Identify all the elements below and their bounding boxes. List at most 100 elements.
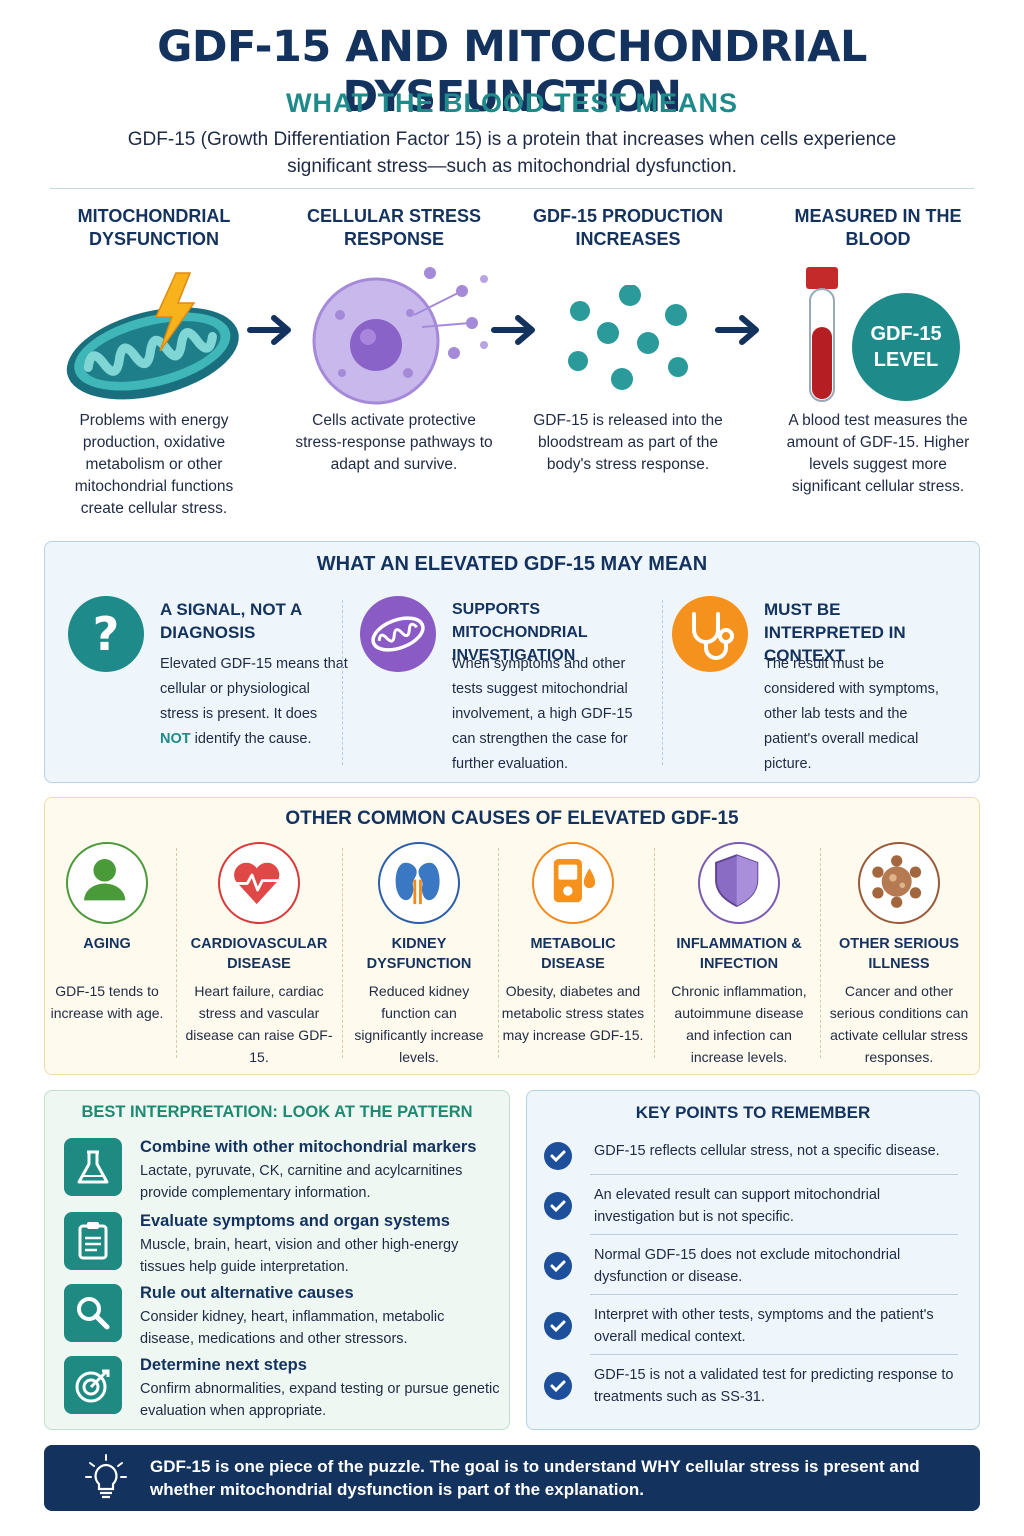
cause-text: Obesity, diabetes and metabolic stress s… [501,983,645,1043]
magnifier-icon [64,1284,122,1342]
meaning-head: SUPPORTS MITOCHONDRIAL INVESTIGATION [452,601,588,664]
interpretation-text: Confirm abnormalities, expand testing or… [140,1381,500,1419]
arrow-right-icon [247,315,291,345]
cause-kidney: KIDNEY DYSFUNCTION Reduced kidney functi… [344,842,494,1068]
check-icon [544,1372,572,1400]
column-divider [820,848,821,1058]
cause-metabolic: METABOLIC DISEASE Obesity, diabetes and … [498,842,648,1046]
key-points-panel [526,1090,980,1430]
key-point-text: GDF-15 is not a validated test for predi… [594,1367,954,1405]
cell-icon [312,267,488,405]
cause-text: Reduced kidney function can significantl… [354,983,484,1065]
flow-step-text: GDF-15 is released into the bloodstream … [533,412,723,473]
column-divider [654,848,655,1058]
cause-head: AGING [83,936,131,952]
interpretation-text: Muscle, brain, heart, vision and other h… [140,1237,459,1275]
check-icon [544,1252,572,1280]
cause-inflammation: INFLAMMATION & INFECTION Chronic inflamm… [664,842,814,1068]
flask-icon [64,1138,122,1196]
molecules-icon [568,285,688,390]
cause-head: KIDNEY DYSFUNCTION [366,936,472,972]
blood-tube-icon [806,267,838,402]
arrow-right-icon [715,315,759,345]
meaning-signal-not-diagnosis: ? A SIGNAL, NOT A DIAGNOSIS Elevated GDF… [68,596,368,771]
interpretation-head: Rule out alternative causes [140,1284,354,1302]
key-point-text: Normal GDF-15 does not exclude mitochond… [594,1247,901,1285]
flow-step-text: Problems with energy production, oxidati… [74,412,234,517]
cause-head: METABOLIC DISEASE [530,936,616,972]
meaning-interpret-in-context: MUST BE INTERPRETED IN CONTEXT The resul… [672,596,972,772]
gdf15-level-badge: GDF-15 LEVEL [852,293,960,401]
cause-text: Cancer and other serious conditions can … [829,983,969,1065]
clipboard-icon [64,1212,122,1270]
heart-icon [218,842,300,924]
cause-text: GDF-15 tends to increase with age. [50,983,164,1021]
not-emphasis: NOT [160,731,191,747]
meaning-head: MUST BE INTERPRETED IN CONTEXT [764,600,906,665]
column-divider [342,848,343,1058]
flow-step-mitochondrial-dysfunction: MITOCHONDRIAL DYSFUNCTION Problems with … [44,205,264,517]
glucose-meter-icon [532,842,614,924]
cause-head: INFLAMMATION & INFECTION [676,936,802,972]
key-point-text: An elevated result can support mitochond… [594,1187,881,1225]
mitochondrion-icon [66,272,239,400]
meaning-supports-investigation: SUPPORTS MITOCHONDRIAL INVESTIGATION Whe… [360,596,660,772]
cause-serious-illness: OTHER SERIOUS ILLNESS Cancer and other s… [824,842,974,1068]
key-point-divider [590,1294,958,1295]
elevated-meaning-title: WHAT AN ELEVATED GDF-15 MAY MEAN [316,553,708,575]
flow-step-title: CELLULAR STRESS RESPONSE [306,206,481,249]
svg-text:?: ? [93,607,120,661]
cancer-cell-icon [858,842,940,924]
kidney-icon [378,842,460,924]
key-point-divider [590,1174,958,1175]
check-icon [544,1142,572,1170]
column-divider [662,600,663,765]
interpretation-text: Consider kidney, heart, inflammation, me… [140,1309,445,1347]
interpretation-item: Evaluate symptoms and organ systems Musc… [64,1212,500,1278]
interpretation-title: BEST INTERPRETATION: LOOK AT THE PATTERN [81,1103,473,1121]
cause-cardiovascular: CARDIOVASCULAR DISEASE Heart failure, ca… [184,842,334,1068]
flow-step-cellular-stress: CELLULAR STRESS RESPONSE Cells activate … [284,205,504,473]
key-point-text: GDF-15 reflects cellular stress, not a s… [594,1143,940,1159]
cause-aging: AGING GDF-15 tends to increase with age. [32,842,182,1024]
flow-step-text: Cells activate protective stress-respons… [295,412,493,473]
cause-head: CARDIOVASCULAR DISEASE [190,936,328,972]
interpretation-item: Determine next steps Confirm abnormaliti… [64,1356,500,1422]
key-points-title: KEY POINTS TO REMEMBER [635,1103,871,1122]
flow-step-title: GDF-15 PRODUCTION INCREASES [532,206,723,249]
meaning-text: When symptoms and other tests suggest mi… [452,656,633,772]
cause-head: OTHER SERIOUS ILLNESS [838,936,960,972]
flow-step-text: A blood test measures the amount of GDF-… [786,412,970,495]
arrow-right-icon [491,315,535,345]
meaning-text: The result must be considered with sympt… [764,656,939,772]
interpretation-item: Combine with other mitochondrial markers… [64,1138,500,1204]
other-causes-panel [44,797,980,1075]
person-icon [66,842,148,924]
lightbulb-icon [85,1454,127,1499]
shield-icon [698,842,780,924]
column-divider [176,848,177,1058]
cause-text: Chronic inflammation, autoimmune disease… [671,983,807,1065]
target-icon [64,1356,122,1414]
flow-step-gdf15-production: GDF-15 PRODUCTION INCREASES GDF-15 is re… [518,205,738,473]
interpretation-item: Rule out alternative causes Consider kid… [64,1284,500,1350]
header-divider [50,188,974,189]
footer-text: GDF-15 is one piece of the puzzle. The g… [150,1457,920,1499]
mitochondrion-icon [360,596,436,672]
check-icon [544,1312,572,1340]
column-divider [342,600,343,765]
page-subtitle: WHAT THE BLOOD TEST MEANS [286,88,738,118]
footer-banner [44,1445,980,1511]
interpretation-head: Evaluate symptoms and organ systems [140,1212,450,1230]
key-point-divider [590,1354,958,1355]
intro-text: GDF-15 (Growth Differentiation Factor 15… [127,129,897,177]
interpretation-head: Determine next steps [140,1356,307,1374]
cause-text: Heart failure, cardiac stress and vascul… [185,983,333,1065]
interpretation-head: Combine with other mitochondrial markers [140,1138,477,1156]
flow-step-title: MEASURED IN THE BLOOD [794,206,962,249]
check-icon [544,1192,572,1220]
elevated-meaning-panel [44,541,980,783]
meaning-text: Elevated GDF-15 means that cellular or p… [160,656,348,747]
flow-step-measured-in-blood: MEASURED IN THE BLOOD GDF-15 LEVEL A blo… [768,205,988,495]
question-icon: ? [68,596,144,672]
